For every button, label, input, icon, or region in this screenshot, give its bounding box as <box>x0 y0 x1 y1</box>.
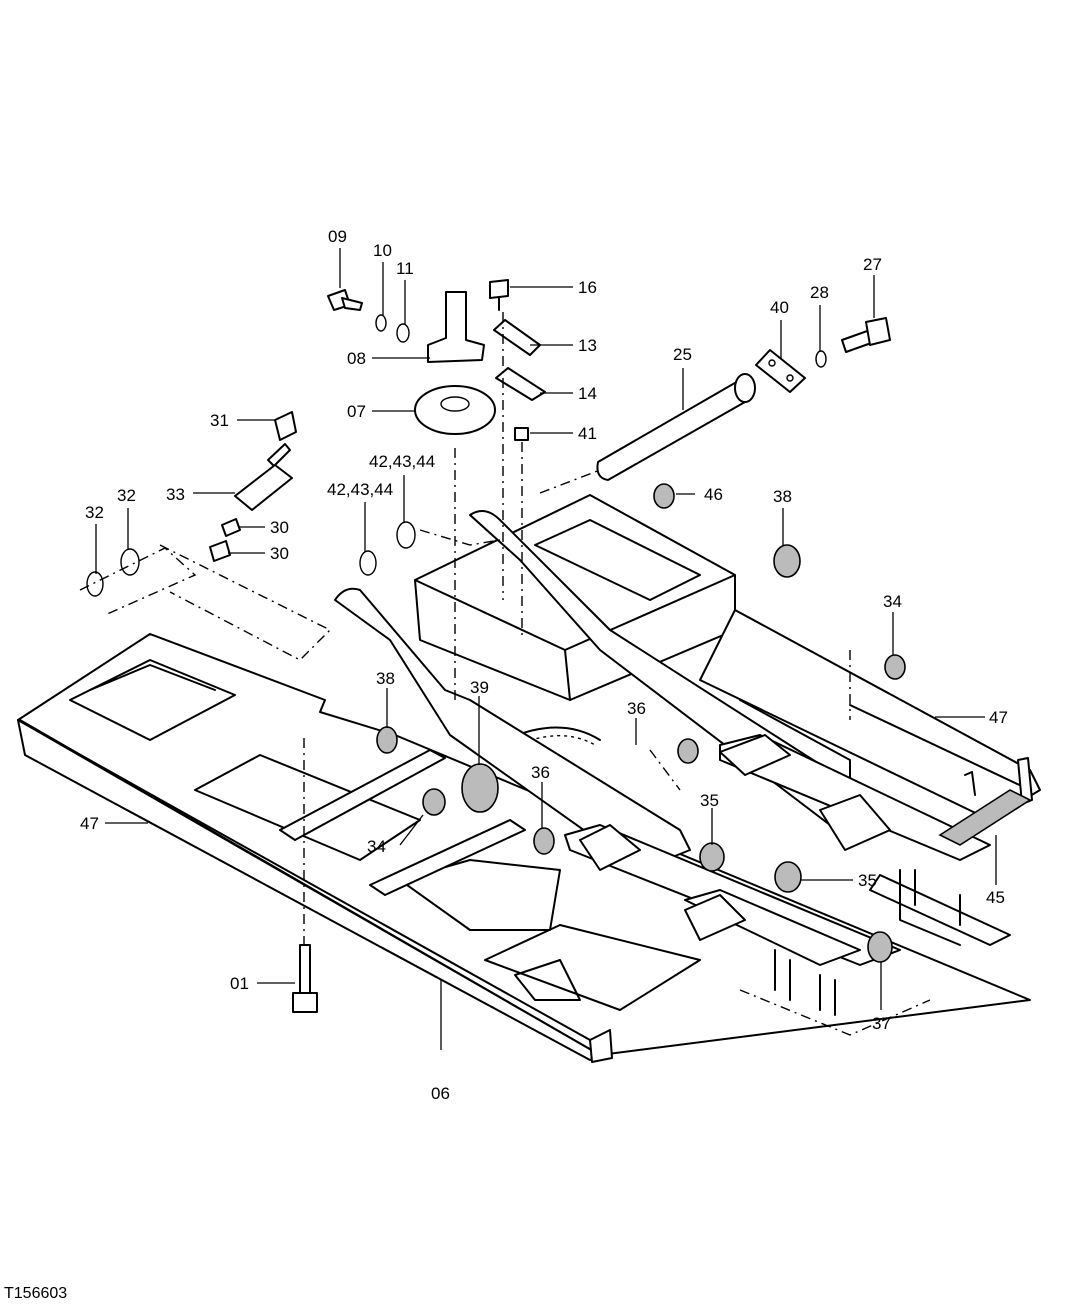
callout-16: 16 <box>578 278 597 297</box>
callout-47-left: 47 <box>80 814 99 833</box>
callout-33: 33 <box>166 485 185 504</box>
centerlines <box>79 312 931 1036</box>
callout-36-lower: 36 <box>531 763 550 782</box>
callout-34-right: 34 <box>883 592 902 611</box>
callout-13: 13 <box>578 336 597 355</box>
callout-01: 01 <box>230 974 249 993</box>
callout-07: 07 <box>347 402 366 421</box>
callout-34-left: 34 <box>367 837 386 856</box>
callout-45: 45 <box>986 888 1005 907</box>
callout-38-left: 38 <box>376 669 395 688</box>
callout-42-43-44-right: 42,43,44 <box>369 452 435 471</box>
callout-labels: 09 10 11 16 13 14 08 07 41 25 40 28 27 3… <box>80 227 1008 1103</box>
callout-11: 11 <box>396 259 414 278</box>
callout-39: 39 <box>470 678 489 697</box>
callout-47-right: 47 <box>989 708 1008 727</box>
exploded-parts <box>86 279 906 1013</box>
main-frame-drawing <box>17 494 1041 1063</box>
callout-31: 31 <box>210 411 229 430</box>
callout-40: 40 <box>770 298 789 317</box>
swing-arms-drawing <box>334 510 1032 1016</box>
callout-30-lower: 30 <box>270 544 289 563</box>
callout-06: 06 <box>431 1084 450 1103</box>
callout-32-right: 32 <box>117 486 136 505</box>
figure-id: T156603 <box>4 1285 67 1302</box>
callout-35-lower: 35 <box>858 871 877 890</box>
callout-28: 28 <box>810 283 829 302</box>
callout-36-upper: 36 <box>627 699 646 718</box>
callout-09: 09 <box>328 227 347 246</box>
callout-27: 27 <box>863 255 882 274</box>
callout-25: 25 <box>673 345 692 364</box>
callout-46: 46 <box>704 485 723 504</box>
callout-38-right: 38 <box>773 487 792 506</box>
callout-37: 37 <box>872 1014 891 1033</box>
callout-35-upper: 35 <box>700 791 719 810</box>
callout-10: 10 <box>373 241 392 260</box>
callout-32-left: 32 <box>85 503 104 522</box>
callout-30-upper: 30 <box>270 518 289 537</box>
callout-08: 08 <box>347 349 366 368</box>
callout-41: 41 <box>578 424 597 443</box>
callout-14: 14 <box>578 384 597 403</box>
leader-lines <box>95 248 997 1050</box>
callout-42-43-44-left: 42,43,44 <box>327 480 393 499</box>
